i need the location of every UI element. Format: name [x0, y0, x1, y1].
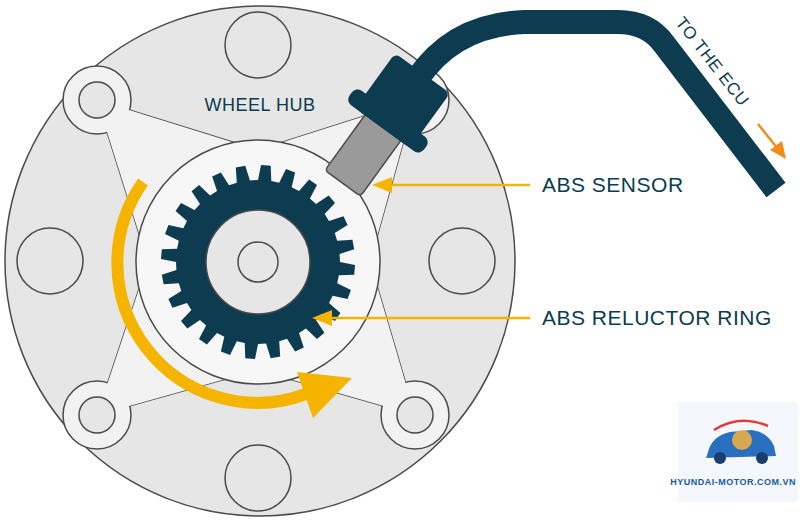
reluctor-ring — [161, 165, 355, 359]
sensor-cable — [418, 22, 776, 190]
watermark-logo — [706, 421, 776, 464]
lug-hole — [17, 228, 83, 294]
ecu-arrowhead — [770, 141, 786, 159]
leader-arrowhead — [312, 310, 332, 326]
axle-centre — [238, 242, 278, 282]
hub-disc — [5, 6, 515, 516]
sensor-flange — [345, 87, 430, 156]
rotation-arrow — [117, 182, 306, 403]
leader-arrowhead — [372, 177, 392, 193]
logo-wheel — [714, 452, 726, 464]
flange-fill — [97, 100, 415, 415]
lug-hole — [225, 12, 291, 78]
leader-line — [390, 184, 530, 187]
logo-badge — [732, 430, 752, 450]
flange-hole — [79, 397, 115, 433]
lug-hole — [429, 228, 495, 294]
logo-wheel — [756, 452, 768, 464]
logo-swoosh — [714, 421, 768, 430]
reluctor-bore — [206, 210, 310, 314]
part-label: ABS SENSOR — [542, 173, 684, 197]
lug-hole — [225, 445, 291, 511]
leader-line — [330, 317, 530, 320]
flange-hole — [397, 397, 433, 433]
rotation-arrowhead — [297, 372, 352, 418]
part-label: WHEEL HUB — [205, 95, 316, 116]
flange-hole — [79, 82, 115, 118]
part-label: ABS RELUCTOR RING — [542, 306, 772, 330]
ecu-arrow — [758, 124, 778, 149]
watermark-text: HYUNDAI-MOTOR.COM.VN — [670, 477, 796, 487]
watermark-ground — [678, 402, 798, 502]
hub-flange — [97, 100, 415, 415]
